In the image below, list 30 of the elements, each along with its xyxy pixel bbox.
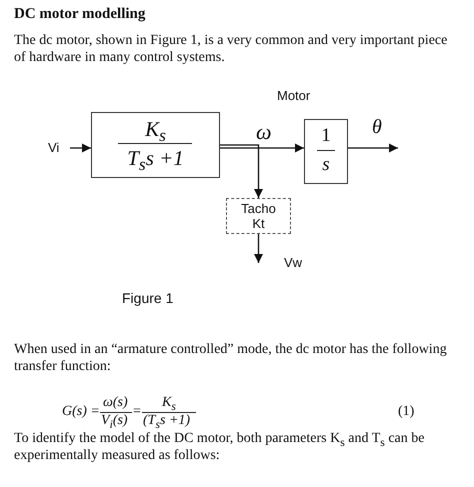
arrow xyxy=(348,144,398,152)
edge-label: Vw xyxy=(284,255,302,270)
equation-term: V$_{i}$(s) xyxy=(101,413,128,429)
diagram-label: Motor xyxy=(277,88,310,103)
signal-label: Vi xyxy=(48,140,60,155)
paragraph: To identify the model of the DC motor, both parameters K$_{s}$ and T$_{s}$ can be experimentally measured as follows: xyxy=(14,430,426,464)
tachometer-block xyxy=(226,198,291,234)
arrow xyxy=(220,144,263,198)
transfer-function-block xyxy=(91,112,220,178)
numerator: K$_{s}$ xyxy=(144,117,167,141)
equation-term: ω(s) xyxy=(103,395,128,411)
arrow xyxy=(254,234,263,263)
numerator: 1 xyxy=(320,124,332,148)
equation-symbol: (1) xyxy=(398,404,414,420)
edge-label: θ xyxy=(372,116,382,139)
arrow xyxy=(70,144,91,152)
block-label: Tacho Kt xyxy=(241,201,276,231)
edge-label: ω xyxy=(256,119,272,145)
denominator: s xyxy=(321,152,331,176)
figure-caption: Figure 1 xyxy=(122,290,174,306)
paragraph: The dc motor, shown in Figure 1, is a very common and very important piece of hardware in many control systems. xyxy=(14,32,448,66)
arrow xyxy=(220,144,304,152)
equation-term: G(s) = xyxy=(62,404,100,420)
paragraph: When used in an “armature controlled” mode, the dc motor has the following transfer function: xyxy=(14,341,448,375)
transfer-function-block xyxy=(304,119,348,184)
equation-term: (T$_{s}$s +1) xyxy=(143,413,190,429)
equation-symbol: = xyxy=(133,404,141,420)
heading: DC motor modelling xyxy=(14,6,146,23)
denominator: T$_{s}$s +1 xyxy=(126,146,185,170)
equation-term: K$_{s}$ xyxy=(162,395,176,411)
